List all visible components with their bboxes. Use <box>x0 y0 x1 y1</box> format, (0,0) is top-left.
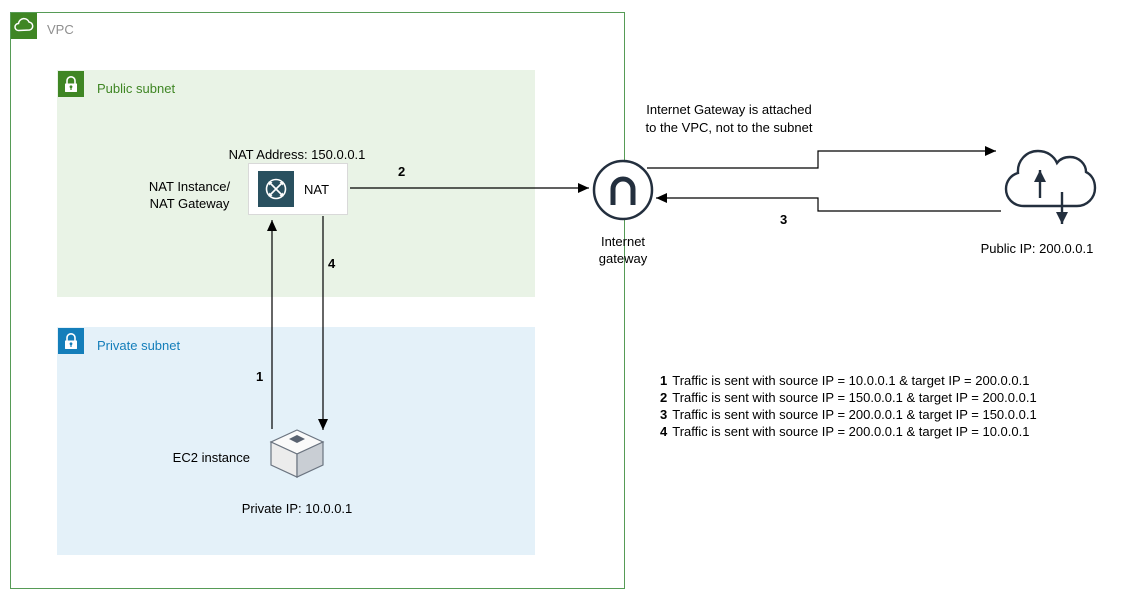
public-ip-label: Public IP: 200.0.0.1 <box>980 241 1094 256</box>
private-subnet-container <box>57 327 535 555</box>
public-subnet-lock-icon <box>58 71 84 97</box>
ec2-label: EC2 instance <box>172 450 250 465</box>
igw-to-internet-arrow <box>647 146 996 169</box>
vpc-container <box>10 12 625 589</box>
nat-role-label: NAT Instance/ NAT Gateway <box>148 179 231 211</box>
nat-node: NAT <box>248 163 348 215</box>
flow-2-label: 2 <box>398 164 406 179</box>
internet-gateway-label: Internet gateway <box>598 234 648 266</box>
nat-node-label: NAT <box>304 181 330 197</box>
vpc-cloud-icon <box>11 13 37 39</box>
flow-4-label: 4 <box>328 256 336 271</box>
vpc-label: VPC <box>47 22 74 37</box>
cloud-updown-icon <box>1004 149 1097 224</box>
ec2-private-ip-label: Private IP: 10.0.0.1 <box>241 501 353 516</box>
public-subnet-label: Public subnet <box>97 81 176 96</box>
flow-1-label: 1 <box>256 369 264 384</box>
flow-3-label: 3 <box>780 212 788 227</box>
private-subnet-label: Private subnet <box>97 338 181 353</box>
nat-gateway-icon <box>258 171 294 207</box>
igw-note: Internet Gateway is attached to the VPC,… <box>645 102 813 135</box>
flow-3-arrow <box>656 193 1001 212</box>
private-subnet-lock-icon <box>58 328 84 354</box>
nat-address-label: NAT Address: 150.0.0.1 <box>228 147 366 162</box>
